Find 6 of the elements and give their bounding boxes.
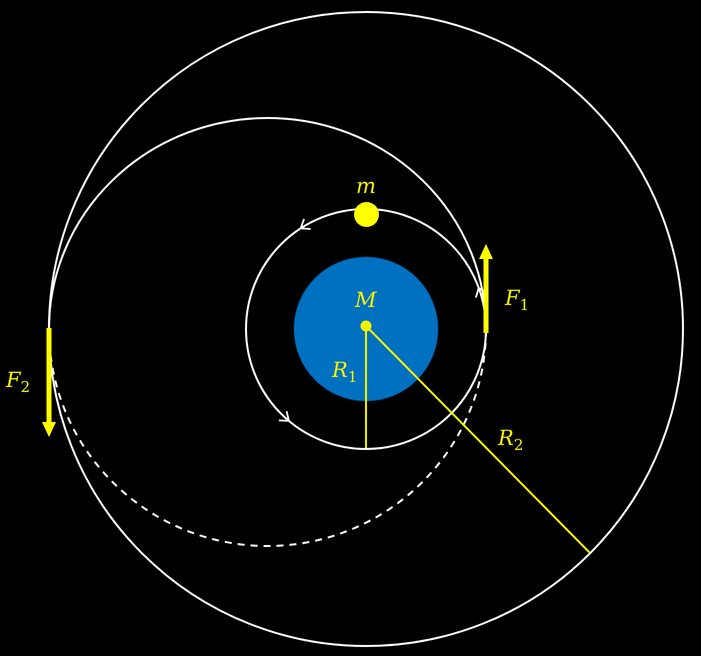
force-label: F$_{1}$ <box>505 288 530 313</box>
mass-label: m <box>356 176 376 197</box>
force-label: F$_{2}$ <box>6 370 30 395</box>
mass-label: M <box>355 290 377 311</box>
radius-label: R$_{2}$ <box>498 428 524 453</box>
radius-label: R$_{1}$ <box>332 360 358 385</box>
